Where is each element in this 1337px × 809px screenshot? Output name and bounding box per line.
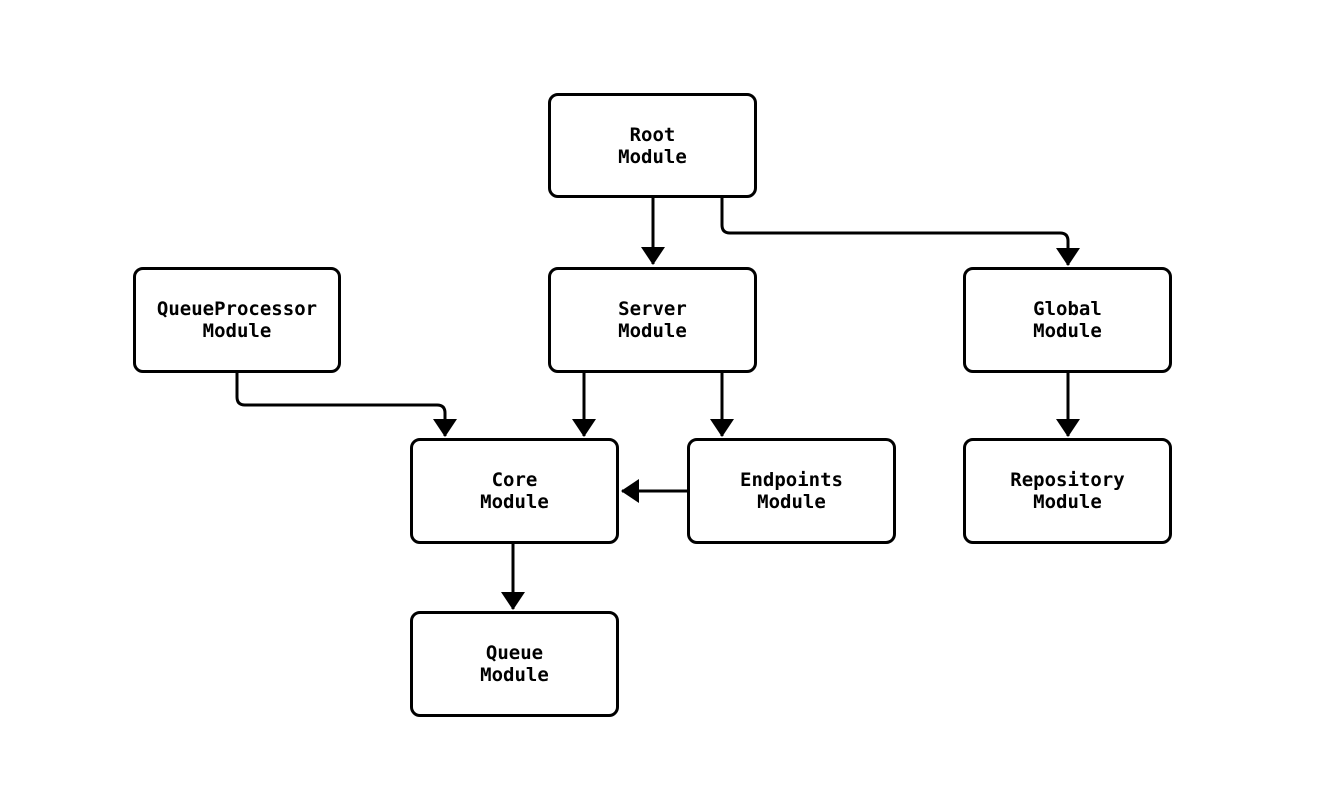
edge-root-to-global xyxy=(720,198,1080,266)
node-endpoints: Endpoints Module xyxy=(687,438,896,544)
edge-queue-processor-to-core xyxy=(235,373,457,437)
node-label-root: Root Module xyxy=(618,123,687,168)
node-repository: Repository Module xyxy=(963,438,1172,544)
node-label-queue: Queue Module xyxy=(480,642,549,686)
node-label-server: Server Module xyxy=(618,298,687,342)
node-label-core: Core Module xyxy=(480,469,549,513)
node-queue: Queue Module xyxy=(410,611,619,717)
node-root: Root Module xyxy=(548,93,757,198)
node-queue-processor: QueueProcessor Module xyxy=(133,267,341,373)
node-label-global: Global Module xyxy=(1033,298,1102,342)
node-core: Core Module xyxy=(410,438,619,544)
node-global: Global Module xyxy=(963,267,1172,373)
node-label-queue-processor: QueueProcessor Module xyxy=(156,298,318,342)
node-server: Server Module xyxy=(548,267,757,373)
node-label-endpoints: Endpoints Module xyxy=(740,469,843,513)
node-label-repository: Repository Module xyxy=(1010,469,1125,513)
